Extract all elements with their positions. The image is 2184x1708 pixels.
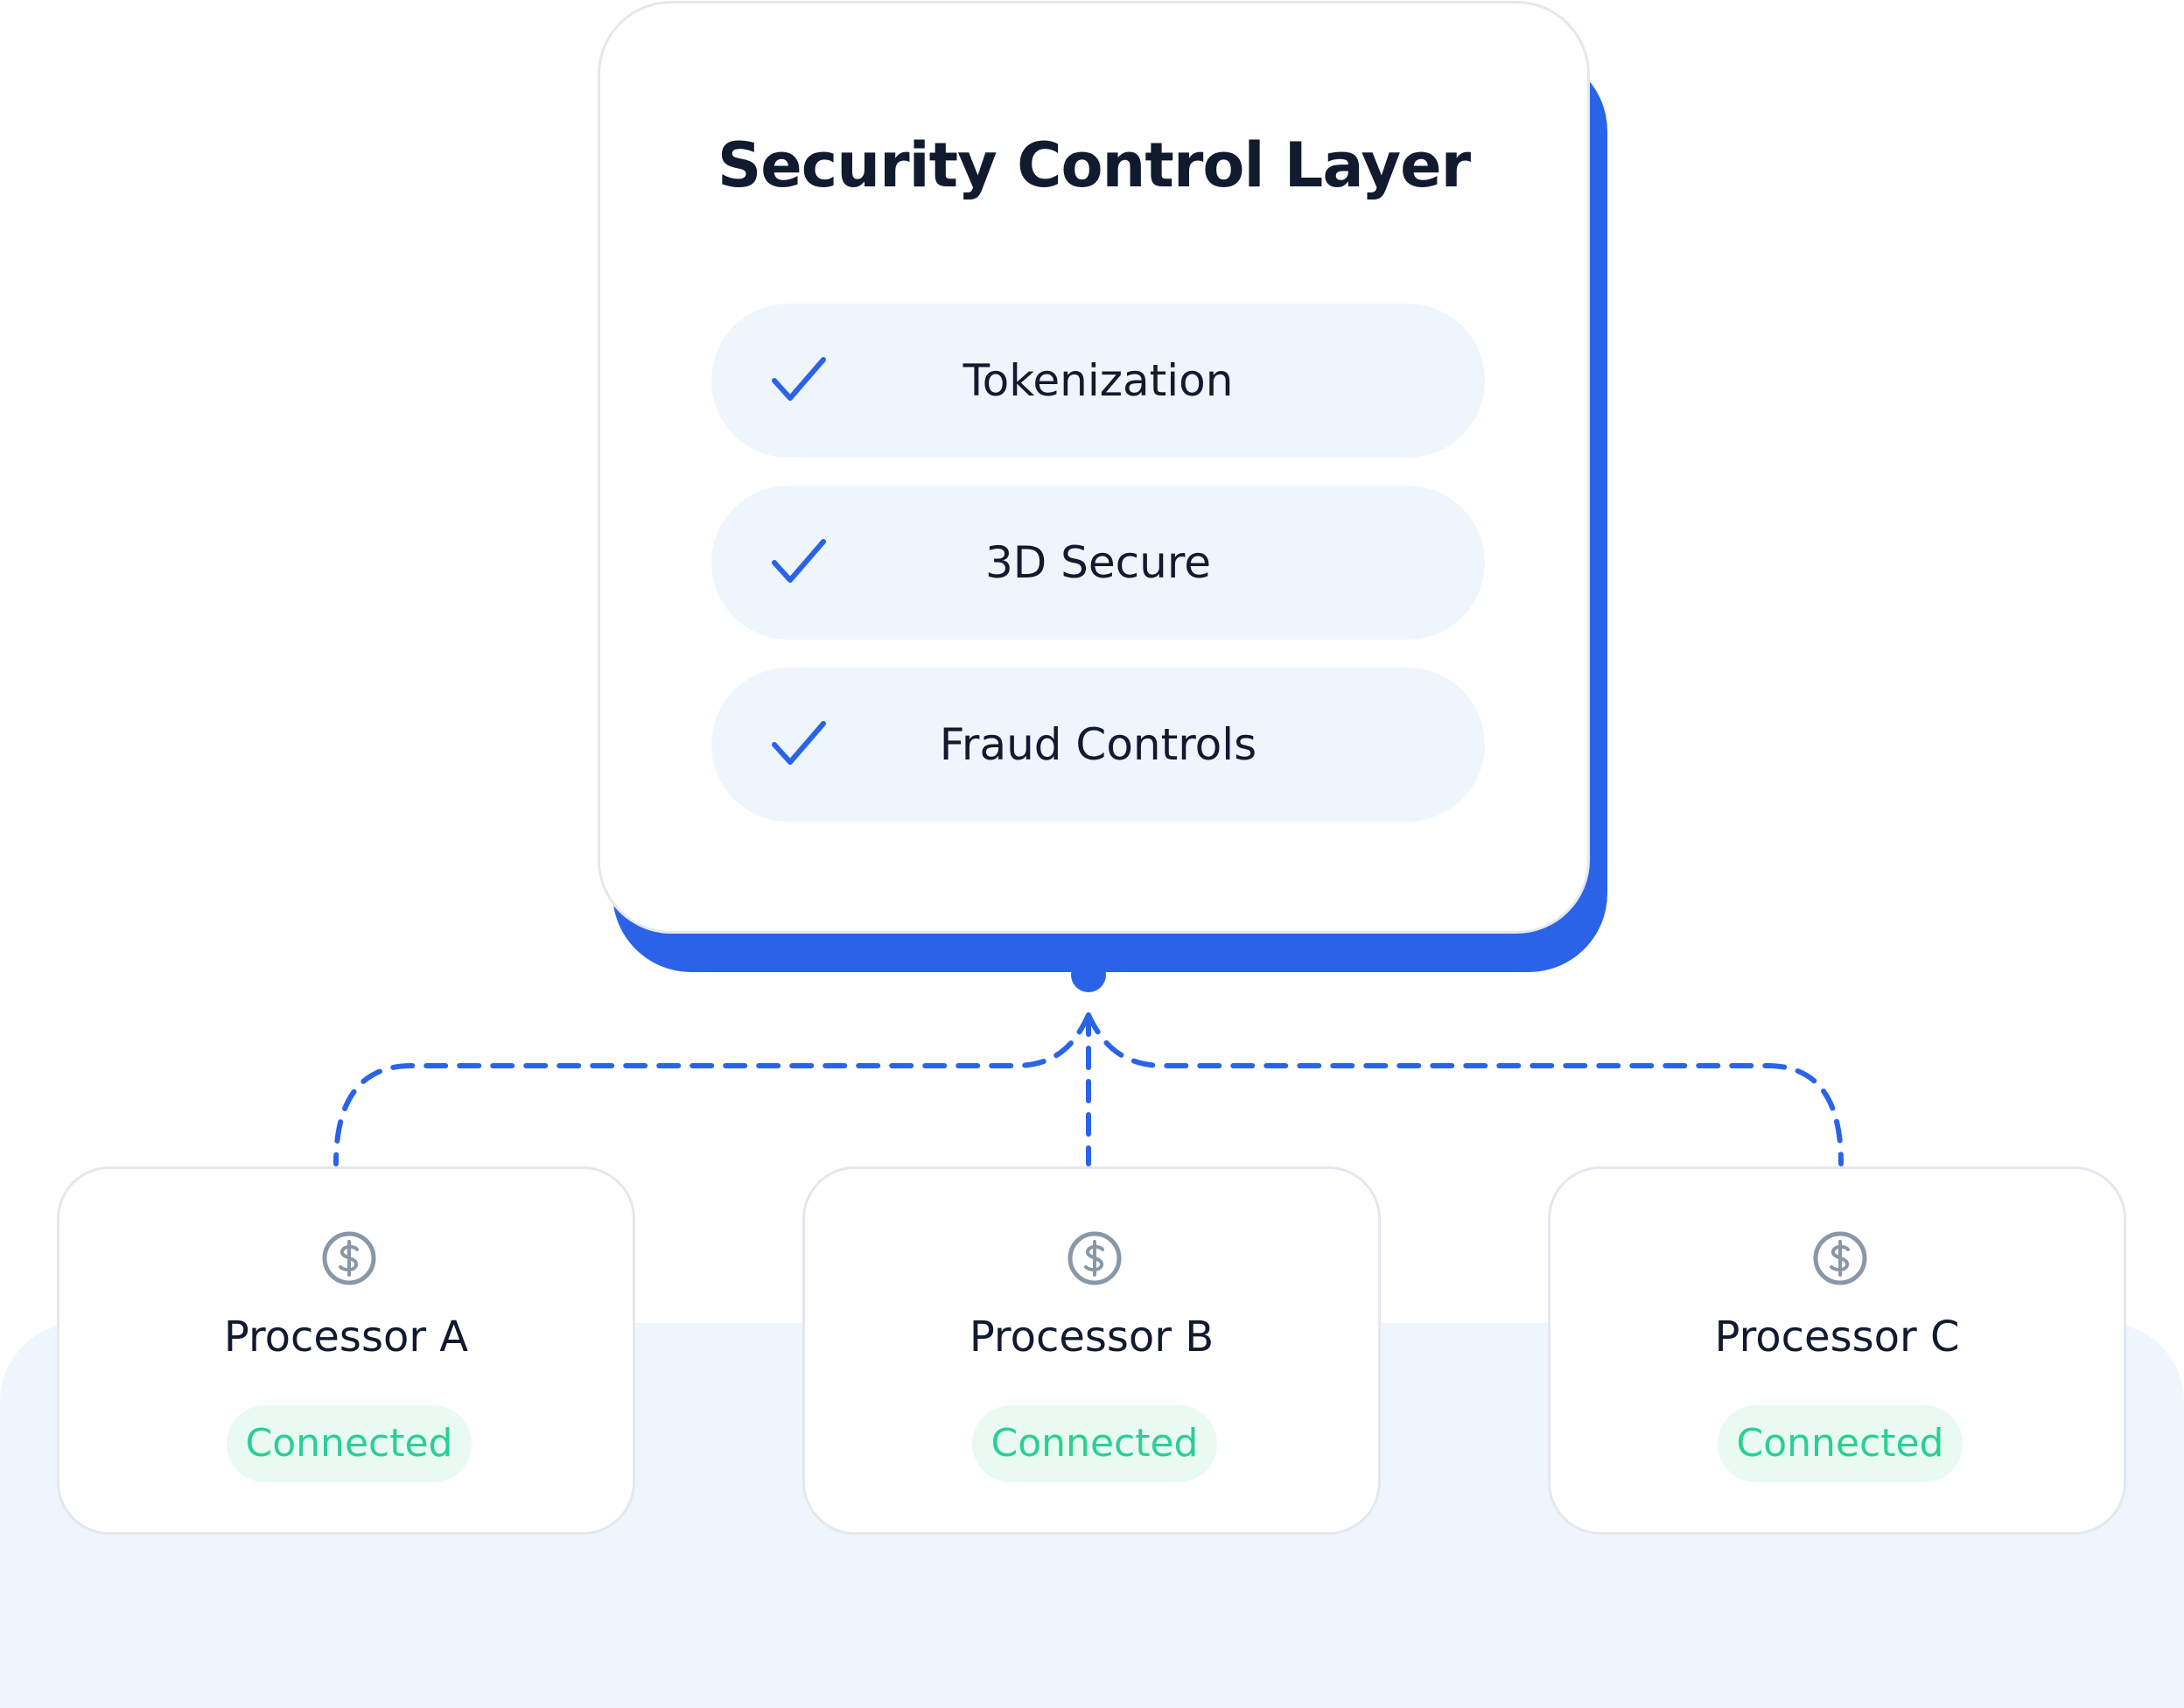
feature-fraud-controls: Fraud Controls bbox=[711, 668, 1485, 822]
processor-name: Processor C bbox=[1714, 1312, 1960, 1362]
processor-name: Processor A bbox=[223, 1312, 469, 1362]
feature-tokenization: Tokenization bbox=[711, 304, 1485, 458]
feature-label: 3D Secure bbox=[984, 537, 1212, 588]
connector-line-a bbox=[333, 1012, 1091, 1166]
processor-card-a: Processor A Connected bbox=[57, 1166, 635, 1535]
feature-3d-secure: 3D Secure bbox=[711, 486, 1485, 640]
security-control-layer-card: Security Control Layer Tokenization 3D S… bbox=[598, 1, 1590, 934]
status-badge: Connected bbox=[972, 1405, 1217, 1482]
processor-name: Processor B bbox=[969, 1312, 1214, 1362]
processor-card-c: Processor C Connected bbox=[1548, 1166, 2126, 1535]
status-badge: Connected bbox=[1718, 1405, 1963, 1482]
check-icon bbox=[772, 539, 826, 583]
feature-label: Fraud Controls bbox=[939, 719, 1257, 770]
dollar-coin-icon bbox=[322, 1231, 376, 1285]
check-icon bbox=[772, 357, 826, 401]
dollar-coin-icon bbox=[1068, 1231, 1122, 1285]
status-badge: Connected bbox=[227, 1405, 472, 1482]
connector-line-c bbox=[1086, 1012, 1844, 1166]
dollar-coin-icon bbox=[1813, 1231, 1867, 1285]
security-layer-title: Security Control Layer bbox=[717, 130, 1471, 201]
check-icon bbox=[772, 721, 826, 765]
processor-card-b: Processor B Connected bbox=[802, 1166, 1381, 1535]
feature-label: Tokenization bbox=[962, 355, 1234, 406]
